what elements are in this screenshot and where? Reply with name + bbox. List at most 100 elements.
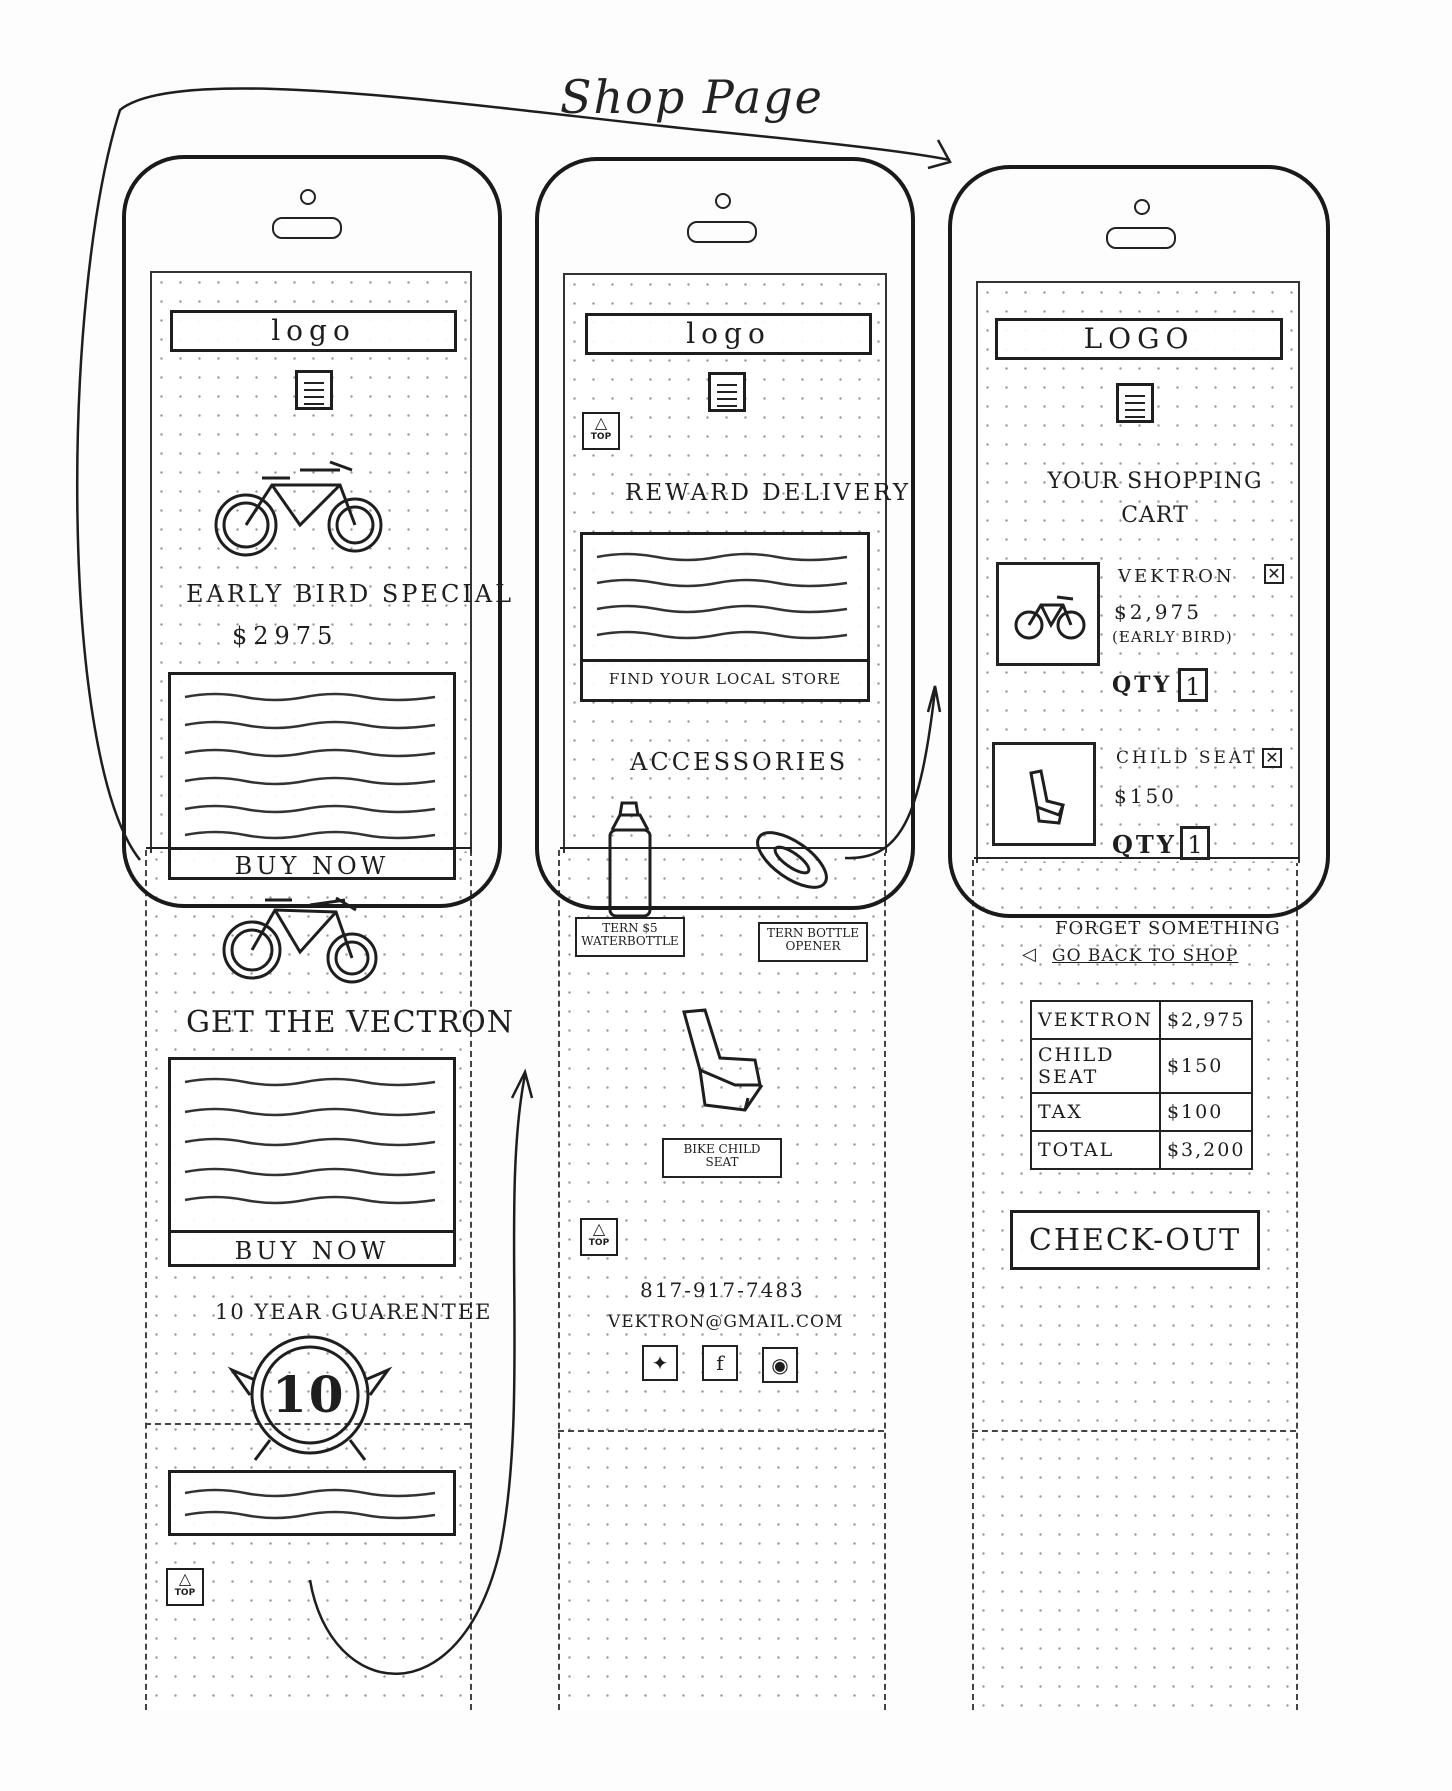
phone1-product-heading: EARLY BIRD SPECIAL bbox=[186, 580, 515, 608]
phone1-camera bbox=[300, 189, 316, 205]
phone2-top-label: TOP bbox=[590, 432, 612, 442]
phone3-logo-text: LOGO bbox=[1083, 322, 1195, 355]
facebook-icon[interactable]: f bbox=[702, 1345, 738, 1381]
phone2-find-store-label: FIND YOUR LOCAL STORE bbox=[608, 670, 842, 688]
phone3-item-1-note: (EARLY BIRD) bbox=[1112, 628, 1233, 646]
totals-value: $2,975 bbox=[1158, 1000, 1254, 1040]
phone3-item-2-name: CHILD SEAT bbox=[1116, 748, 1258, 768]
totals-label: TAX bbox=[1030, 1092, 1161, 1132]
phone1-buy-label-2: BUY NOW bbox=[234, 1237, 390, 1265]
totals-label: TOTAL bbox=[1030, 1130, 1161, 1170]
phone3-speaker bbox=[1106, 227, 1176, 249]
phone1-menu-icon[interactable] bbox=[295, 370, 333, 410]
phone3-fold-line bbox=[972, 1430, 1296, 1432]
phone1-buy-label-1: BUY NOW bbox=[234, 852, 390, 880]
phone3-item-1-qty-label: QTY bbox=[1112, 672, 1173, 698]
phone1-description-lines-2 bbox=[184, 1077, 436, 1205]
phone1-description-box-2: BUY NOW bbox=[168, 1057, 456, 1267]
phone3-cart-heading: YOUR SHOPPING CART bbox=[1047, 469, 1263, 528]
phone2-top-button[interactable]: △ TOP bbox=[582, 412, 620, 450]
phone2-email: VEKTRON@GMAIL.COM bbox=[608, 1312, 844, 1332]
phone3-totals-table: VEKTRON$2,975 CHILD SEAT$150 TAX$100 TOT… bbox=[1030, 1000, 1254, 1170]
up-arrow-icon: △ bbox=[592, 1219, 606, 1238]
totals-label: VEKTRON bbox=[1030, 1000, 1161, 1040]
table-row: CHILD SEAT$150 bbox=[1030, 1038, 1254, 1094]
phone3-camera bbox=[1134, 199, 1150, 215]
phone3-item-1-remove-icon[interactable]: ✕ bbox=[1264, 564, 1284, 584]
phone1-logo[interactable]: logo bbox=[170, 310, 457, 352]
phone2-item-2[interactable]: TERN BOTTLE OPENER bbox=[758, 922, 868, 962]
phone2-speaker bbox=[687, 221, 757, 243]
phone2-scroll-extension bbox=[558, 850, 886, 1710]
phone1-top-label: TOP bbox=[174, 1588, 196, 1598]
phone3-menu-icon[interactable] bbox=[1116, 383, 1154, 423]
phone3-checkout-button[interactable]: CHECK-OUT bbox=[1010, 1210, 1260, 1270]
social-2-glyph: f bbox=[716, 1351, 724, 1375]
instagram-camera-icon[interactable]: ◉ bbox=[762, 1347, 798, 1383]
totals-value: $150 bbox=[1158, 1038, 1254, 1094]
phone1-description-lines bbox=[184, 692, 436, 840]
phone2-delivery-lines bbox=[596, 552, 848, 640]
phone3-item-1-name: VEKTRON bbox=[1118, 566, 1235, 587]
phone3-scroll-extension bbox=[972, 860, 1298, 1710]
phone1-section-heading: GET THE VECTRON bbox=[186, 1005, 514, 1040]
phone2-camera bbox=[715, 193, 731, 209]
up-arrow-icon: △ bbox=[178, 1569, 192, 1588]
phone1-badge-number: 10 bbox=[272, 1365, 346, 1424]
arrowhead-from-phone2 bbox=[926, 685, 942, 713]
phone3-item-2-qty[interactable]: 1 bbox=[1180, 826, 1210, 860]
phone2-fold-line bbox=[558, 1430, 884, 1432]
phone1-footer-lines bbox=[184, 1488, 436, 1520]
phone2-item-1[interactable]: TERN $5 WATERBOTTLE bbox=[575, 917, 685, 957]
phone3-item-2-remove-icon[interactable]: ✕ bbox=[1262, 748, 1282, 768]
totals-label: CHILD SEAT bbox=[1030, 1038, 1161, 1094]
phone3-forget-text: FORGET SOMETHING bbox=[1055, 918, 1281, 939]
arrowhead-to-phone3 bbox=[927, 139, 952, 170]
phone3-item-1-thumb bbox=[996, 562, 1100, 666]
social-1-glyph: ✦ bbox=[651, 1351, 669, 1375]
phone1-buy-button-2[interactable]: BUY NOW bbox=[168, 1230, 456, 1267]
phone2-find-store-button[interactable]: FIND YOUR LOCAL STORE bbox=[580, 659, 870, 702]
phone3-item-2-price: $150 bbox=[1114, 784, 1177, 808]
phone3-frame bbox=[948, 165, 1330, 918]
child-seat-thumb-icon bbox=[1029, 769, 1066, 825]
phone1-guarantee-text: 10 YEAR GUARENTEE bbox=[215, 1300, 493, 1324]
phone3-screen-bottom bbox=[974, 857, 1299, 859]
twitter-bird-icon[interactable]: ✦ bbox=[642, 1345, 678, 1381]
phone3-checkout-label: CHECK-OUT bbox=[1028, 1223, 1242, 1258]
phone2-logo-text: logo bbox=[686, 317, 771, 350]
phone2-accessories-heading: ACCESSORIES bbox=[630, 748, 849, 776]
phone3-item-1-price: $2,975 bbox=[1114, 600, 1202, 624]
phone1-price: $2975 bbox=[232, 622, 339, 650]
table-row: VEKTRON$2,975 bbox=[1030, 1000, 1254, 1040]
totals-value: $100 bbox=[1158, 1092, 1254, 1132]
phone1-description-box: BUY NOW bbox=[168, 672, 456, 880]
phone1-speaker bbox=[272, 217, 342, 239]
phone2-reward-heading: REWARD DELIVERY bbox=[625, 480, 912, 506]
phone2-top-label-2: TOP bbox=[588, 1238, 610, 1248]
phone3-screen bbox=[976, 281, 1300, 863]
phone1-top-button[interactable]: △ TOP bbox=[166, 1568, 204, 1606]
social-3-glyph: ◉ bbox=[771, 1353, 789, 1377]
phone3-item-2-qty-label: QTY bbox=[1112, 830, 1177, 859]
arrowhead-to-phone2 bbox=[510, 1068, 534, 1099]
phone3-back-link[interactable]: GO BACK TO SHOP bbox=[1052, 946, 1239, 966]
phone3-item-1-qty[interactable]: 1 bbox=[1178, 668, 1208, 702]
bike-icon bbox=[1014, 595, 1086, 640]
phone3-back-arrow-icon[interactable]: ◁ bbox=[1022, 944, 1039, 965]
phone2-screen-bottom bbox=[560, 847, 885, 849]
phone2-phone-number: 817-917-7483 bbox=[640, 1278, 805, 1302]
phone1-footer-box bbox=[168, 1470, 456, 1536]
phone2-delivery-box: FIND YOUR LOCAL STORE bbox=[580, 532, 870, 702]
phone2-top-button-2[interactable]: △ TOP bbox=[580, 1218, 618, 1256]
phone1-logo-text: logo bbox=[271, 314, 356, 347]
phone2-menu-icon[interactable] bbox=[708, 372, 746, 412]
phone1-buy-button-1[interactable]: BUY NOW bbox=[168, 847, 456, 880]
table-row: TOTAL$3,200 bbox=[1030, 1130, 1254, 1170]
phone3-item-2-thumb bbox=[992, 742, 1096, 846]
phone2-item-3[interactable]: BIKE CHILD SEAT bbox=[662, 1138, 782, 1178]
phone2-logo[interactable]: logo bbox=[585, 313, 872, 355]
phone3-logo[interactable]: LOGO bbox=[995, 318, 1283, 360]
totals-value: $3,200 bbox=[1158, 1130, 1254, 1170]
up-arrow-icon: △ bbox=[594, 413, 608, 432]
